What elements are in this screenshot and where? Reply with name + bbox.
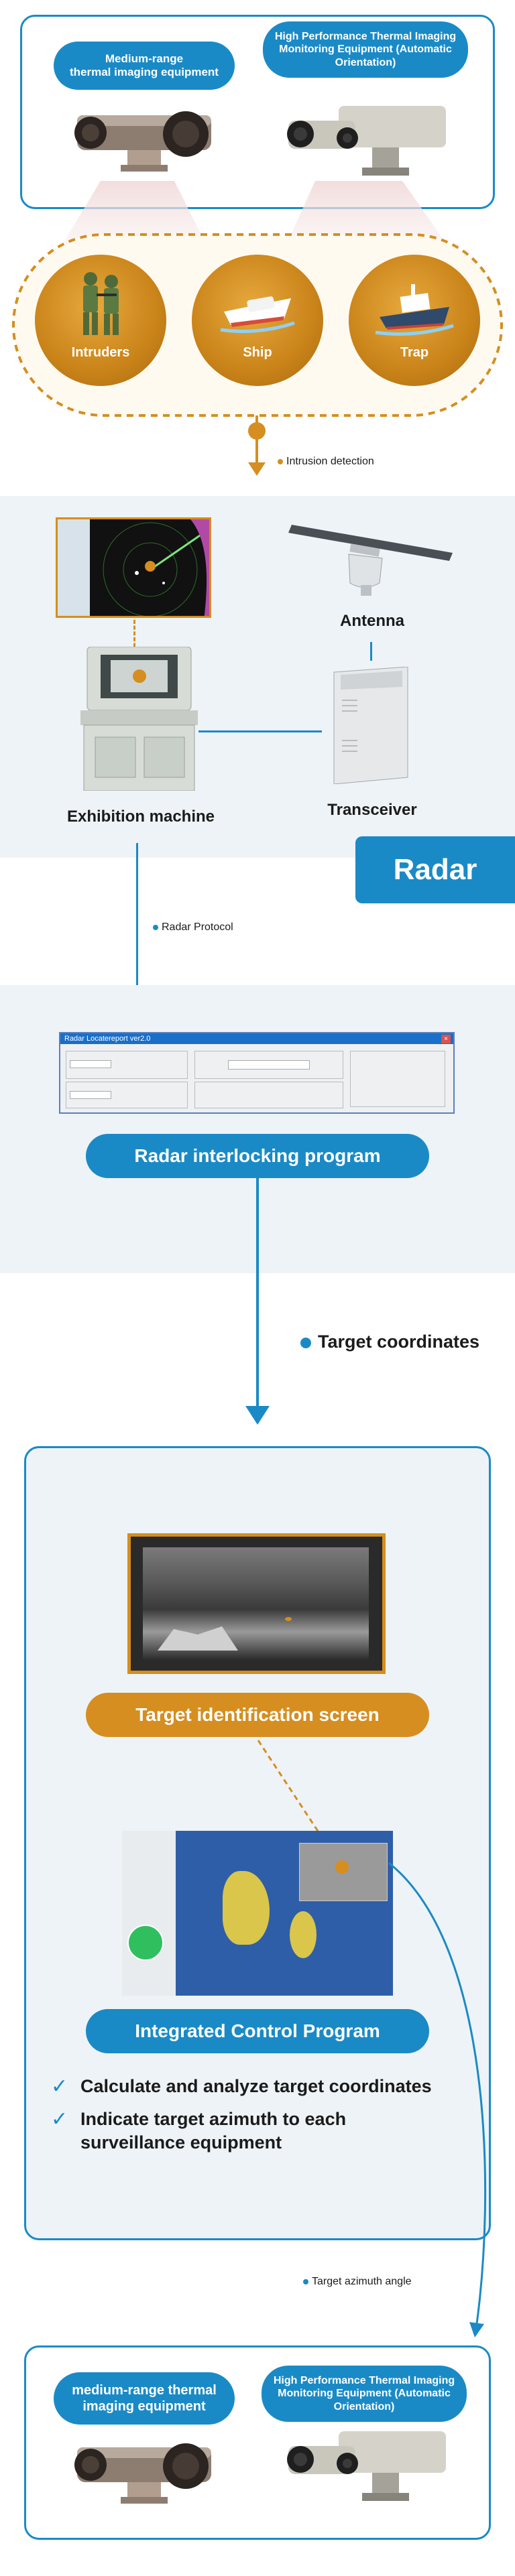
window-close-button[interactable]: × [441, 1035, 451, 1043]
radar-protocol-caption: Radar Protocol [153, 921, 233, 933]
connection-line [198, 730, 322, 732]
intrusion-connector [255, 415, 258, 469]
patrol-boat-icon [375, 284, 454, 336]
radar-protocol-connector [136, 843, 138, 1004]
connection-line [370, 642, 372, 661]
radar-antenna-icon [288, 525, 453, 596]
transceiver-box-icon [333, 667, 408, 784]
target-coords-connector [256, 1178, 259, 1413]
camera-right-label: High Performance Thermal Imaging Monitor… [262, 2366, 467, 2422]
orange-dashed-line [133, 620, 135, 670]
target-trap: Trap [349, 255, 480, 386]
target-coords-caption: Target coordinates [300, 1332, 479, 1352]
target-marker [335, 1860, 349, 1874]
bullet-dot [278, 458, 283, 464]
target-marker [285, 1617, 292, 1621]
orange-dashed-line [257, 1740, 338, 1860]
check-item: ✓ Indicate target azimuth to each surveil… [51, 2108, 416, 2154]
checkmark-icon: ✓ [51, 2108, 68, 2130]
check-text: Indicate target azimuth to each surveill… [80, 2109, 347, 2153]
radar-protocol-label: Radar Protocol [162, 921, 233, 933]
target-screen-label: Target identification screen [86, 1693, 429, 1737]
control-program-label: Integrated Control Program [86, 2009, 429, 2053]
target-intruders: Intruders [35, 255, 166, 386]
intrusion-label: Intrusion detection [286, 456, 374, 467]
connector-node [248, 422, 266, 440]
boat-icon [220, 296, 295, 333]
radar-badge: Radar [355, 836, 515, 903]
console-machine-icon [80, 647, 198, 791]
target-ship: Ship [192, 255, 323, 386]
transceiver-label: Transceiver [327, 801, 417, 819]
antenna-label: Antenna [340, 612, 404, 630]
target-coords-label: Target coordinates [318, 1332, 480, 1352]
thermal-camera-icon [74, 2443, 211, 2504]
thermal-target-screen [127, 1533, 386, 1674]
checkmark-icon: ✓ [51, 2075, 68, 2098]
radar-ring-icon [127, 1925, 164, 1961]
check-item: ✓ Calculate and analyze target coordinate… [51, 2075, 496, 2098]
bullet-dot [303, 2278, 308, 2284]
radar-program-label: Radar interlocking program [86, 1134, 429, 1178]
thermal-camera-icon [287, 106, 446, 176]
soldier-icon [83, 272, 119, 335]
bullet-dot [300, 1337, 311, 1348]
arrow-down-icon [248, 462, 266, 476]
radar-display-screen [56, 517, 211, 618]
radar-program-window: Radar Locatereport ver2.0 × [59, 1032, 455, 1114]
azimuth-caption: Target azimuth angle [303, 2276, 412, 2288]
target-marker [145, 561, 156, 572]
camera-left-label: Medium-range thermal imaging equipment [54, 42, 235, 90]
thermal-camera-icon [287, 2431, 446, 2501]
target-label: Trap [400, 345, 429, 360]
intrusion-caption: Intrusion detection [278, 456, 374, 468]
azimuth-label: Target azimuth angle [312, 2276, 412, 2287]
control-program-screen [122, 1831, 393, 1996]
radar-sweep-graphic [103, 519, 209, 616]
exhibition-label: Exhibition machine [66, 808, 215, 826]
target-label: Intruders [71, 345, 130, 360]
check-text: Calculate and analyze target coordinates [80, 2076, 432, 2096]
bullet-dot [153, 924, 158, 930]
camera-left-label: medium-range thermal imaging equipment [54, 2372, 235, 2425]
window-title: Radar Locatereport ver2.0 [60, 1033, 453, 1044]
arrow-down-icon [245, 1406, 270, 1425]
camera-right-label: High Performance Thermal Imaging Monitor… [263, 21, 468, 78]
azimuth-curve [388, 1862, 487, 2337]
target-label: Ship [243, 345, 272, 360]
thermal-camera-icon [74, 111, 211, 172]
